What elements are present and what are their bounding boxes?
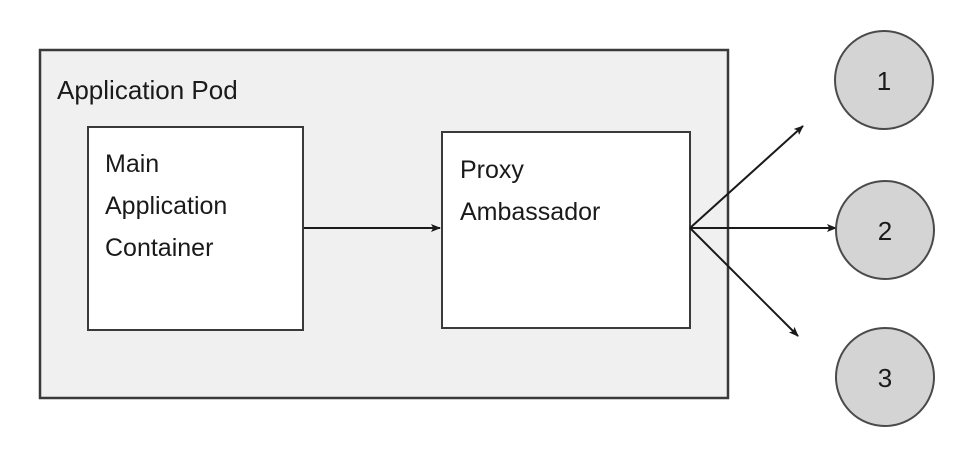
proxy-ambassador-box [441, 131, 691, 329]
main-application-container-line-1: Main [105, 150, 159, 178]
application-pod-label: Application Pod [57, 75, 238, 105]
connector-proxy-to-endpoint-3 [689, 227, 799, 337]
connector-proxy-to-endpoint-1 [689, 125, 804, 229]
endpoint-circle-1-label: 1 [877, 66, 891, 96]
endpoint-circle-3 [835, 327, 935, 427]
proxy-ambassador-line-1: Proxy [460, 156, 524, 184]
main-application-container-line-2: Application [105, 192, 227, 220]
endpoint-circle-3-label: 3 [878, 363, 892, 393]
proxy-ambassador-line-2: Ambassador [460, 198, 600, 226]
main-application-container-box [87, 126, 304, 331]
endpoint-circle-1 [834, 30, 934, 130]
main-application-container-line-3: Container [105, 234, 213, 262]
endpoint-circle-2 [835, 180, 935, 280]
endpoint-circle-2-label: 2 [878, 216, 892, 246]
